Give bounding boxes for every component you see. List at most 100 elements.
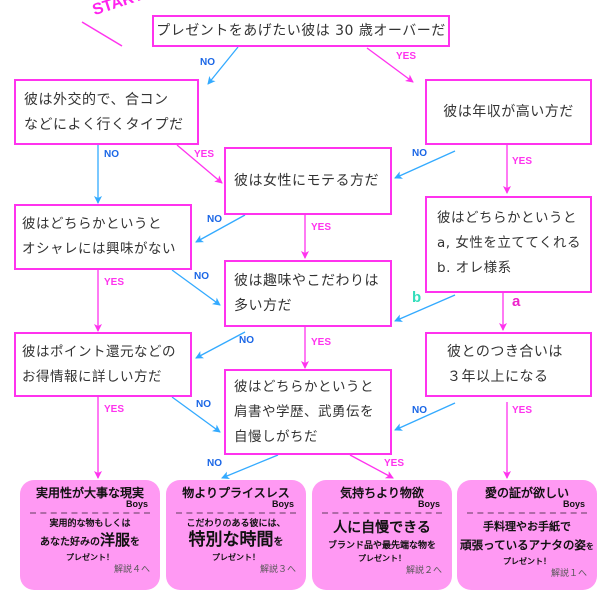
- result-link[interactable]: 解説１へ: [550, 569, 587, 579]
- result-highlight: 頑張っているアナタの姿: [460, 538, 586, 552]
- arrow-q9-no: [394, 402, 456, 431]
- question-text: 肩書や学歴、武勇伝を: [234, 404, 374, 420]
- result-line2-post: を: [130, 537, 140, 548]
- question-text: a, 女性を立ててくれる: [437, 235, 581, 251]
- label-q7-no: NO: [239, 335, 254, 346]
- label-q5-no: NO: [194, 271, 209, 282]
- question-box-8: 彼はポイント還元などの お得情報に詳しい方だ: [14, 332, 192, 397]
- question-box-2: 彼は外交的で、合コン などによく行くタイプだ: [14, 79, 199, 145]
- result-link[interactable]: 解説３へ: [259, 565, 296, 575]
- label-q8-yes: YES: [104, 404, 125, 415]
- question-text: ３年以上になる: [447, 368, 549, 385]
- label-q2-no: NO: [104, 149, 119, 160]
- result-card-1[interactable]: 実用性が大事な現実 Boys 実用的な物もしくは あなた好みの洋服を プレゼント…: [20, 480, 160, 590]
- question-text: b. オレ様系: [437, 260, 512, 276]
- result-divider: [176, 512, 296, 514]
- start-line: [81, 21, 123, 47]
- question-box-1: プレゼントをあげたい彼は 30 歳オーバーだ: [152, 15, 450, 47]
- result-highlight: 人に自慢できる: [333, 520, 431, 536]
- result-title: 愛の証が欲しい: [484, 486, 569, 500]
- label-q7-yes: YES: [311, 337, 332, 348]
- question-box-9: 彼とのつき合いは ３年以上になる: [425, 332, 592, 397]
- result-line3: プレゼント！: [503, 557, 551, 566]
- label-q9-no: NO: [412, 405, 427, 416]
- arrow-q7-no: [195, 331, 246, 359]
- label-q9-yes: YES: [512, 405, 533, 416]
- arrow-q10-yes: [349, 454, 394, 479]
- result-line3: プレゼント！: [66, 553, 114, 562]
- result-highlight: 特別な時間: [188, 530, 274, 550]
- result-divider: [467, 512, 587, 514]
- result-boys: Boys: [271, 499, 294, 509]
- question-box-4: 彼は女性にモテる方だ: [224, 147, 392, 215]
- arrow-q2-yes: [176, 144, 223, 184]
- result-card-4[interactable]: 愛の証が欲しい Boys 手料理やお手紙で 頑張っているアナタの姿を プレゼント…: [457, 480, 597, 590]
- result-line1: 実用的な物もしくは: [49, 519, 131, 529]
- label-q10-no: NO: [207, 458, 222, 469]
- result-boys: Boys: [562, 499, 585, 509]
- label-q6-a: a: [512, 293, 521, 310]
- result-boys: Boys: [125, 499, 148, 509]
- arrow-q8-no: [171, 396, 221, 433]
- result-card-2[interactable]: 物よりプライスレス Boys こだわりのある彼には、 特別な時間を プレゼント！…: [166, 480, 306, 590]
- question-box-6: 彼はどちらかというと a, 女性を立ててくれる b. オレ様系: [425, 196, 592, 293]
- arrow-q5-no: [171, 269, 221, 306]
- result-line1: こだわりのある彼には、: [186, 519, 286, 529]
- result-title: 気持ちより物欲: [340, 486, 424, 500]
- label-q4-no: NO: [207, 214, 222, 225]
- result-line2: 頑張っているアナタの姿を: [457, 536, 597, 556]
- question-text: 彼は外交的で、合コン: [24, 92, 169, 108]
- label-q10-yes: YES: [384, 458, 405, 469]
- result-line1: 手料理やお手紙で: [483, 520, 571, 533]
- question-text: 彼は年収が高い方だ: [443, 103, 574, 120]
- question-text: 彼はどちらかというと: [437, 210, 577, 226]
- arrow-q4-no: [195, 214, 246, 243]
- question-box-5: 彼はどちらかというと オシャレには興味がない: [14, 204, 192, 270]
- arrow-q3-no: [394, 150, 456, 179]
- result-highlight: 洋服: [99, 531, 130, 549]
- result-divider: [322, 512, 442, 514]
- label-q1-no: NO: [200, 57, 215, 68]
- question-box-3: 彼は年収が高い方だ: [425, 79, 592, 145]
- result-link[interactable]: 解説２へ: [405, 566, 442, 576]
- result-line2: あなた好みの洋服を: [20, 531, 160, 552]
- label-q8-no: NO: [196, 399, 211, 410]
- label-q6-b: b: [412, 289, 422, 306]
- result-line3: プレゼント！: [358, 554, 406, 563]
- arrow-q6-b: [394, 294, 456, 322]
- question-text: などによく行くタイプだ: [24, 117, 184, 133]
- question-text: 彼はどちらかというと: [234, 379, 374, 395]
- result-title: 実用性が大事な現実: [35, 486, 144, 500]
- question-text: 彼はポイント還元などの: [22, 344, 176, 360]
- question-text: お得情報に詳しい方だ: [22, 369, 162, 385]
- result-line2: 人に自慢できる: [312, 518, 452, 540]
- result-boys: Boys: [417, 499, 440, 509]
- question-text: プレゼントをあげたい彼は 30 歳オーバーだ: [156, 22, 446, 39]
- result-line2: 特別な時間を: [166, 531, 306, 552]
- label-q2-yes: YES: [194, 149, 215, 160]
- question-text: 自慢しがちだ: [234, 429, 318, 445]
- result-divider: [30, 512, 150, 514]
- question-text: 彼は女性にモテる方だ: [234, 173, 379, 189]
- question-text: 彼とのつき合いは: [447, 343, 563, 360]
- question-text: 彼は趣味やこだわりは: [234, 273, 379, 289]
- result-link[interactable]: 解説４へ: [113, 565, 150, 575]
- arrow-q1-yes: [366, 47, 414, 83]
- result-card-3[interactable]: 気持ちより物欲 Boys 人に自慢できる ブランド品や最先端な物を プレゼント！…: [312, 480, 452, 590]
- question-box-10: 彼はどちらかというと 肩書や学歴、武勇伝を 自慢しがちだ: [224, 369, 392, 455]
- result-line2-pre: あなた好みの: [39, 537, 100, 548]
- result-line2-post: を: [273, 537, 284, 548]
- question-box-7: 彼は趣味やこだわりは 多い方だ: [224, 260, 392, 327]
- result-line3: プレゼント！: [212, 553, 260, 562]
- arrow-q10-no: [221, 454, 279, 480]
- label-q3-yes: YES: [512, 156, 533, 167]
- label-q4-yes: YES: [311, 222, 332, 233]
- question-text: 多い方だ: [234, 298, 292, 314]
- result-line1: ブランド品や最先端な物を: [327, 541, 436, 551]
- question-text: 彼はどちらかというと: [22, 216, 162, 232]
- arrow-q1-no: [207, 46, 239, 85]
- result-line2-post: を: [585, 542, 594, 551]
- label-q5-yes: YES: [104, 277, 125, 288]
- question-text: オシャレには興味がない: [22, 241, 176, 257]
